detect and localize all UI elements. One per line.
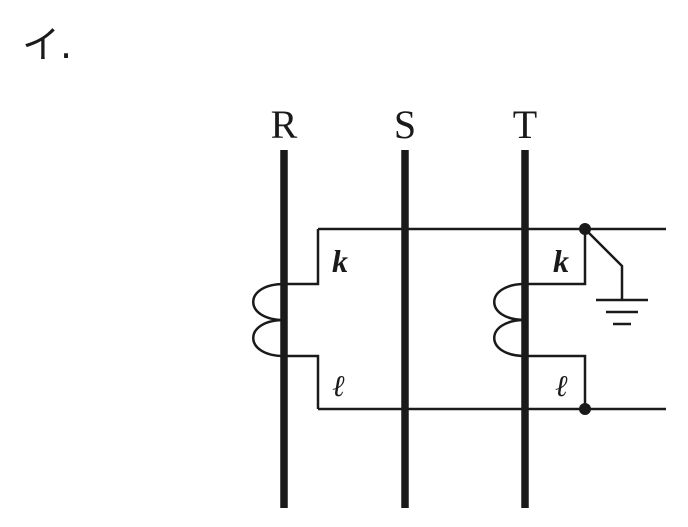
right-ct-l-lead: [525, 354, 587, 409]
right-ct-k-label: k: [553, 243, 569, 279]
ground-icon: [596, 298, 648, 326]
phase-label-r: R: [271, 102, 298, 147]
left-ct-l-label: ℓ: [332, 370, 345, 403]
right-ct-k-lead: [525, 229, 587, 286]
option-label: イ.: [22, 23, 72, 67]
ground-lead: [584, 228, 624, 300]
phase-label-t: T: [513, 102, 537, 147]
junction-dot-top: [579, 223, 591, 235]
left-ct-k-lead: [284, 229, 320, 286]
phase-label-s: S: [394, 102, 416, 147]
left-ct-l-lead: [284, 354, 320, 409]
secondary-wiring: [252, 227, 666, 411]
right-ct-l-label: ℓ: [555, 370, 568, 403]
phase-conductors: [280, 150, 529, 508]
junction-dot-bottom: [579, 403, 591, 415]
right-ct-coil: [493, 282, 526, 358]
left-ct-k-label: k: [332, 243, 348, 279]
left-ct-coil: [252, 282, 285, 358]
